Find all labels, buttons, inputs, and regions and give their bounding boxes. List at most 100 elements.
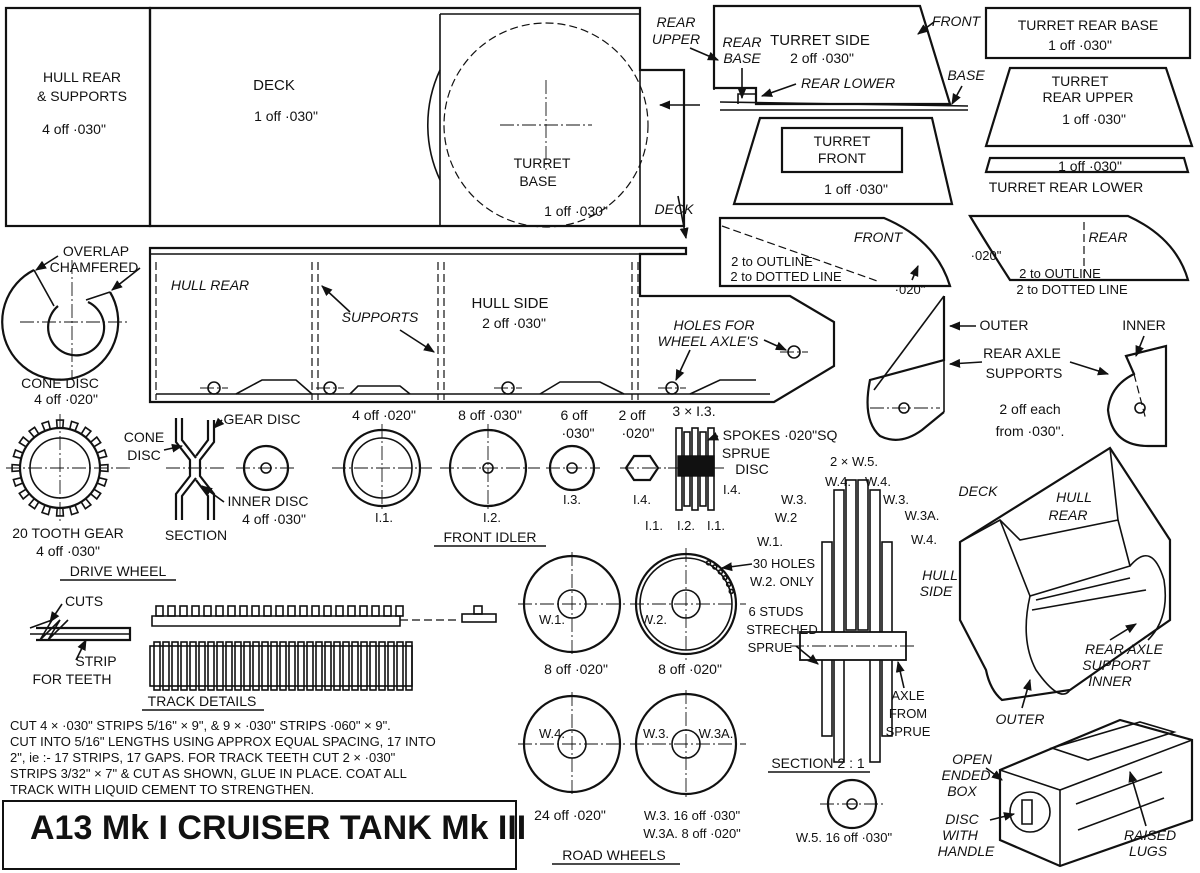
track-tooth xyxy=(299,605,308,617)
front-idler-part: 4 off ·020" 8 off ·030" 6 off ·030" 2 of… xyxy=(332,403,741,547)
hull-rear-label: HULL REAR xyxy=(43,69,121,85)
chamfered-label: CHAMFERED xyxy=(50,259,139,275)
gear-tooth xyxy=(27,426,40,438)
sprue-label: SPRUE xyxy=(722,445,770,461)
track-link xyxy=(396,641,404,691)
w1-qty: 8 off ·020" xyxy=(544,661,608,677)
track-tooth xyxy=(191,605,200,617)
turret-front-qty: 1 off ·030" xyxy=(824,181,888,197)
instruction-line-1: CUT 4 × ·030" STRIPS 5/16" × 9", & 9 × ·… xyxy=(10,718,391,733)
gear-disc-label: GEAR DISC xyxy=(223,411,300,427)
section-w4b-label: W.4. xyxy=(865,474,891,489)
deck-qty: 1 off ·030" xyxy=(254,108,318,124)
section-w5-label: 2 × W.5. xyxy=(830,454,878,469)
drive-gear-label: 20 TOOTH GEAR xyxy=(12,525,124,541)
w3a-qty: W.3A. 8 off ·020" xyxy=(643,826,741,841)
hull-rear-qty: 4 off ·030" xyxy=(42,121,106,137)
box-label: BOX xyxy=(947,783,977,799)
spokes-label: SPOKES ·020"SQ xyxy=(723,427,838,443)
track-bottom-strip xyxy=(149,641,413,691)
track-link xyxy=(261,641,269,691)
iso-hull-side-label: HULL xyxy=(922,567,958,583)
track-tooth xyxy=(179,605,188,617)
disc-label: DISC xyxy=(127,447,160,463)
hull-side-part: HULL SIDE 2 off ·030" HULL REAR SUPPORTS… xyxy=(148,246,836,404)
rear-base-label: REAR xyxy=(723,34,762,50)
gear-tooth xyxy=(68,420,80,432)
mudguard-rear-dotted: 2 to DOTTED LINE xyxy=(1016,282,1128,297)
cone-disc-qty: 4 off ·020" xyxy=(34,391,98,407)
gear-tooth xyxy=(80,498,93,510)
w2-hole xyxy=(728,588,735,595)
idler-qty-2: 8 off ·030" xyxy=(458,407,522,423)
track-link xyxy=(189,641,197,691)
w4-qty: 24 off ·020" xyxy=(534,807,606,823)
front-label: FRONT xyxy=(932,13,982,29)
section-w4c-label: W.4. xyxy=(911,532,937,547)
track-tooth xyxy=(347,605,356,617)
track-link xyxy=(153,641,161,691)
track-link xyxy=(216,641,224,691)
drive-wheel-part: 20 TOOTH GEAR 4 off ·030" DRIVE WHEEL xyxy=(6,414,176,581)
track-details-part: CUTS STRIP FOR TEETH TRACK DETAILS xyxy=(29,593,497,711)
gear-tooth xyxy=(40,420,52,432)
turret-rear-lower-label: TURRET REAR LOWER xyxy=(989,179,1144,195)
section-w1-label: W.1. xyxy=(757,534,783,549)
deck-label: DECK xyxy=(253,77,295,94)
track-link xyxy=(171,641,179,691)
gear-teeth xyxy=(11,419,109,517)
section-label: SECTION xyxy=(165,527,227,543)
track-tooth xyxy=(155,605,164,617)
w2-hole xyxy=(722,574,728,581)
turret-front-part: TURRET FRONT 1 off ·030" xyxy=(732,116,954,206)
section-w2-label: W.2 xyxy=(775,510,797,525)
track-link xyxy=(324,641,332,691)
mudguard-front-dotted: 2 to DOTTED LINE xyxy=(730,269,842,284)
disc-with-label: DISC xyxy=(945,811,979,827)
track-link xyxy=(270,641,278,691)
base-label: BASE xyxy=(947,67,985,83)
track-tooth xyxy=(371,605,380,617)
gear-tooth xyxy=(90,435,102,448)
turret-base-label-2: BASE xyxy=(519,173,556,189)
track-link xyxy=(297,641,305,691)
instruction-line-3: 2", ie :- 17 STRIPS, 17 GAPS. FOR TRACK … xyxy=(10,750,396,765)
track-link xyxy=(405,641,413,691)
hull-rear-supports-part: HULL REAR & SUPPORTS 4 off ·030" xyxy=(4,6,152,228)
two-off-each-label: 2 off each xyxy=(999,401,1060,417)
rear-upper-label: REAR xyxy=(657,14,696,30)
track-top-base xyxy=(151,615,401,627)
track-tooth xyxy=(227,605,236,617)
hull-side-qty: 2 off ·030" xyxy=(482,315,546,331)
rear-base-label-2: BASE xyxy=(723,50,761,66)
idler-qty-4: 2 off xyxy=(619,407,646,423)
axle-sprue-label: SPRUE xyxy=(886,724,931,739)
section-heading: SECTION 2 : 1 xyxy=(771,755,865,771)
wheel-section-part: 2 × W.5. W.4. W.4. W.3. W.3. W.3A. W.2 W… xyxy=(746,454,939,773)
idler-section-part: SPOKES ·020"SQ SPRUE DISC xyxy=(668,427,838,511)
track-link xyxy=(378,641,386,691)
w2-hole xyxy=(717,569,724,575)
inner-disc-part xyxy=(236,444,296,492)
road-wheels-part: W.1. 8 off ·020" W.2. 8 off ·020" 30 HOL… xyxy=(518,548,892,865)
gear-tooth xyxy=(12,448,24,460)
iso-axle-label: REAR AXLE xyxy=(1085,641,1164,657)
turret-side-qty: 2 off ·030" xyxy=(790,50,854,66)
turret-rear-base-label: TURRET REAR BASE xyxy=(1018,17,1159,33)
turret-front-label-2: FRONT xyxy=(818,150,867,166)
sprue-disc-label: DISC xyxy=(735,461,768,477)
track-tooth xyxy=(263,605,272,617)
section-w3a-label: W.3. xyxy=(781,492,807,507)
rear-lower-label: REAR LOWER xyxy=(801,75,895,91)
mudguard-front-label: FRONT xyxy=(854,229,904,245)
gear-tooth xyxy=(40,504,52,516)
track-link xyxy=(360,641,368,691)
track-tooth xyxy=(359,605,368,617)
turret-side-label: TURRET SIDE xyxy=(770,32,870,49)
ended-label: ENDED xyxy=(941,767,990,783)
hull-side-label: HULL SIDE xyxy=(472,295,549,312)
overlap-label: OVERLAP xyxy=(63,243,129,259)
turret-rear-lower-part: 1 off ·030" TURRET REAR LOWER xyxy=(984,156,1190,195)
idler-name-3: I.3. xyxy=(563,492,581,507)
